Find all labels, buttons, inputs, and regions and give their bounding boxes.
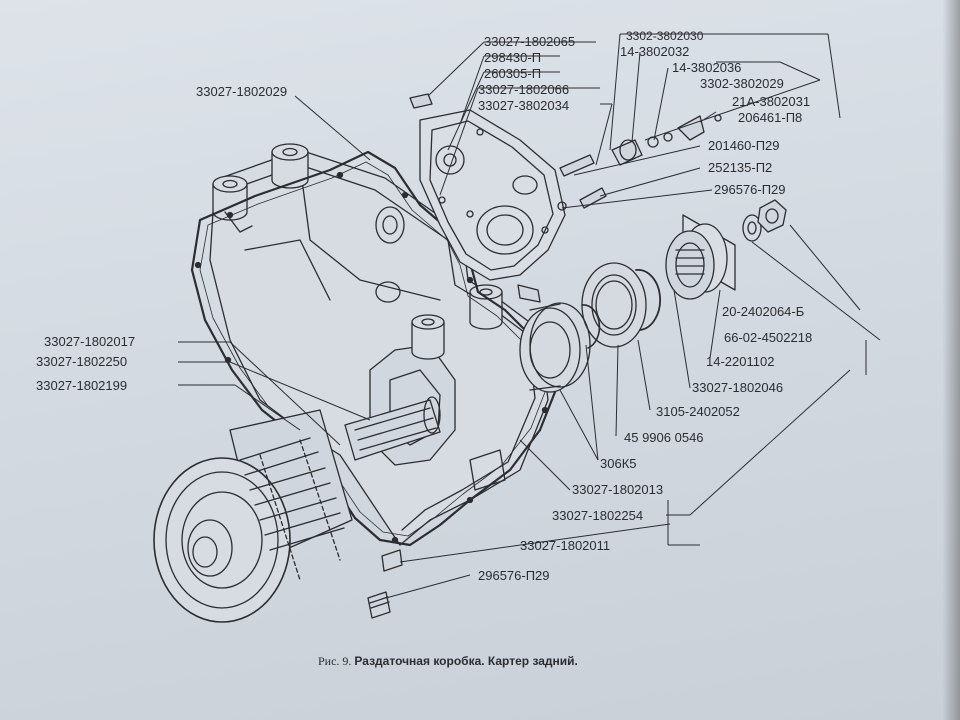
part-label: 296576-П29 <box>478 568 550 583</box>
pin <box>517 284 541 303</box>
part-label: 33027-1802013 <box>572 482 663 497</box>
page-shadow <box>942 0 960 720</box>
output-flange <box>665 214 736 300</box>
part-label: 206461-П8 <box>738 110 802 125</box>
part-label: 33027-1802017 <box>44 334 135 349</box>
part-label: 66-02-4502218 <box>724 330 812 345</box>
bearing <box>519 302 591 393</box>
part-label: 33027-1802199 <box>36 378 127 393</box>
part-label: 298430-П <box>484 50 541 65</box>
part-label: 3302-3802030 <box>626 29 704 43</box>
part-label: 3302-3802029 <box>700 76 784 91</box>
figure-caption: Рис. 9. Раздаточная коробка. Картер задн… <box>318 654 778 669</box>
leader-lines <box>178 33 881 599</box>
part-label: 33027-1802011 <box>520 538 610 553</box>
part-label: 14-2201102 <box>706 354 774 369</box>
caption-prefix: Рис. 9. <box>318 654 352 668</box>
part-label: 20-2402064-Б <box>722 304 804 319</box>
part-label: 33027-1802029 <box>196 84 287 99</box>
part-label: 33027-3802034 <box>478 98 569 113</box>
part-label: 14-3802036 <box>672 60 741 75</box>
part-label: 201460-П29 <box>708 138 780 153</box>
spacer-ring <box>581 304 601 349</box>
fill-plug <box>381 549 403 572</box>
part-label: 306К5 <box>600 456 637 471</box>
part-label: 45 9906 0546 <box>624 430 704 445</box>
snap-ring <box>635 269 661 331</box>
output-shaft <box>344 396 441 461</box>
part-label: 33027-1802065 <box>484 34 575 49</box>
flange-nut <box>757 199 787 233</box>
part-label: 33027-1802254 <box>552 508 643 523</box>
oil-seal <box>581 262 647 348</box>
part-label: 3105-2402052 <box>656 404 740 419</box>
part-label: 33027-1802250 <box>36 354 127 369</box>
part-label: 296576-П29 <box>714 182 786 197</box>
part-label: 33027-1802066 <box>478 82 569 97</box>
cover-plate <box>419 109 566 281</box>
flange-washer <box>742 214 762 242</box>
drain-plug <box>367 591 391 619</box>
part-label: 33027-1802046 <box>692 380 783 395</box>
part-labels: 33027-1802065 298430-П 260305-П 33027-18… <box>36 29 812 583</box>
part-label: 252135-П2 <box>708 160 772 175</box>
drive-gear <box>153 409 353 623</box>
part-label: 21А-3802031 <box>732 94 810 109</box>
part-label: 260305-П <box>484 66 541 81</box>
part-label: 14-3802032 <box>620 44 689 59</box>
caption-title: Раздаточная коробка. Картер задний. <box>354 654 578 668</box>
